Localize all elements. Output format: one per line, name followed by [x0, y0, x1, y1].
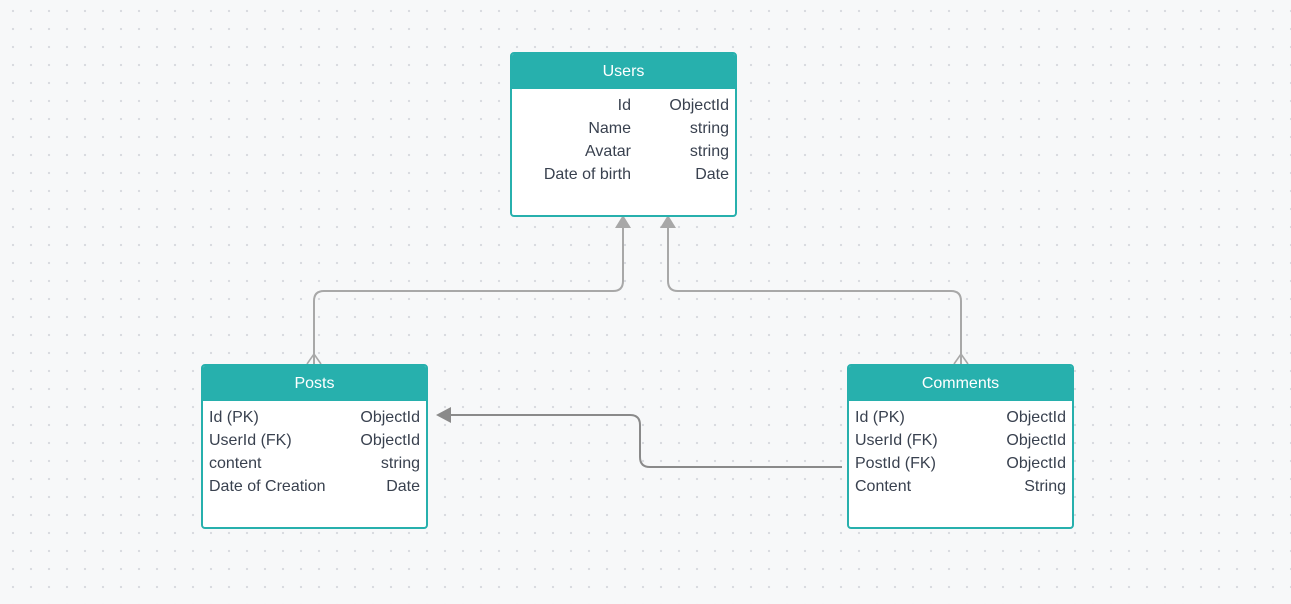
field-row[interactable]: UserId (FK) ObjectId	[849, 429, 1072, 452]
field-type: string	[380, 455, 420, 472]
field-row[interactable]: Name string	[512, 117, 735, 140]
field-type: ObjectId	[1006, 455, 1066, 472]
field-name: content	[209, 455, 262, 472]
field-type: String	[1024, 478, 1066, 495]
connector-posts-users[interactable]	[313, 227, 624, 364]
field-type: ObjectId	[360, 432, 420, 449]
entity-comments-title: Comments	[849, 366, 1072, 401]
field-type: ObjectId	[669, 97, 729, 114]
field-row[interactable]: Date of birth Date	[512, 163, 735, 186]
field-name: Id	[617, 97, 631, 114]
entity-users-title: Users	[512, 54, 735, 89]
entity-users-fields: Id ObjectId Name string Avatar string Da…	[512, 89, 735, 186]
entity-comments-fields: Id (PK) ObjectId UserId (FK) ObjectId Po…	[849, 401, 1072, 498]
field-name: Avatar	[585, 143, 631, 160]
crowfoot-comments	[953, 352, 969, 365]
arrowhead-posts	[436, 407, 451, 423]
arrowhead-users-right	[660, 215, 676, 228]
entity-posts[interactable]: Posts Id (PK) ObjectId UserId (FK) Objec…	[201, 364, 428, 529]
field-type: ObjectId	[360, 409, 420, 426]
field-name: PostId (FK)	[855, 455, 936, 472]
field-type: Date	[695, 166, 729, 183]
field-type: string	[689, 143, 729, 160]
field-name: Id (PK)	[209, 409, 259, 426]
field-type: ObjectId	[1006, 432, 1066, 449]
field-type: string	[689, 120, 729, 137]
field-row[interactable]: Content String	[849, 475, 1072, 498]
field-name: UserId (FK)	[209, 432, 292, 449]
field-name: Date of birth	[543, 166, 631, 183]
entity-comments[interactable]: Comments Id (PK) ObjectId UserId (FK) Ob…	[847, 364, 1074, 529]
field-name: Id (PK)	[855, 409, 905, 426]
connector-comments-users[interactable]	[667, 227, 962, 364]
crowfoot-posts	[306, 352, 322, 365]
entity-posts-title: Posts	[203, 366, 426, 401]
field-name: UserId (FK)	[855, 432, 938, 449]
connector-comments-posts[interactable]	[450, 414, 842, 468]
field-type: ObjectId	[1006, 409, 1066, 426]
field-row[interactable]: Id ObjectId	[512, 94, 735, 117]
entity-users[interactable]: Users Id ObjectId Name string Avatar str…	[510, 52, 737, 217]
field-row[interactable]: content string	[203, 452, 426, 475]
entity-posts-fields: Id (PK) ObjectId UserId (FK) ObjectId co…	[203, 401, 426, 498]
field-type: Date	[386, 478, 420, 495]
field-row[interactable]: Avatar string	[512, 140, 735, 163]
field-name: Name	[588, 120, 631, 137]
field-name: Content	[855, 478, 912, 495]
field-row[interactable]: UserId (FK) ObjectId	[203, 429, 426, 452]
field-name: Date of Creation	[209, 478, 326, 495]
field-row[interactable]: PostId (FK) ObjectId	[849, 452, 1072, 475]
field-row[interactable]: Id (PK) ObjectId	[849, 406, 1072, 429]
field-row[interactable]: Date of Creation Date	[203, 475, 426, 498]
field-row[interactable]: Id (PK) ObjectId	[203, 406, 426, 429]
arrowhead-users-left	[615, 215, 631, 228]
